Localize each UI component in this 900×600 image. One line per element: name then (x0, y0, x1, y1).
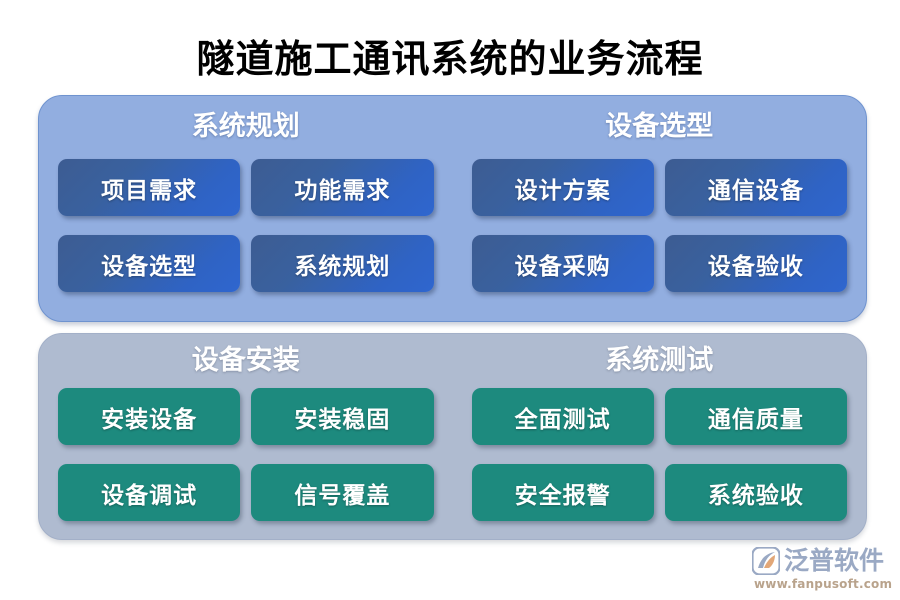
node-box[interactable]: 通信设备 (664, 159, 847, 216)
node-grid-system-planning: 项目需求 功能需求 设备选型 系统规划 (58, 159, 434, 292)
brand-url: www.fanpusoft.com (754, 577, 893, 591)
group-equipment-installation: 设备安装 安装设备 安装稳固 设备调试 信号覆盖 (39, 334, 453, 539)
group-system-testing: 系统测试 全面测试 通信质量 安全报警 系统验收 (453, 334, 867, 539)
node-box[interactable]: 信号覆盖 (251, 464, 434, 521)
group-title-equipment-installation: 设备安装 (191, 345, 300, 376)
node-box[interactable]: 功能需求 (251, 159, 434, 216)
node-box[interactable]: 设备选型 (58, 235, 241, 292)
node-grid-system-testing: 全面测试 通信质量 安全报警 系统验收 (471, 388, 847, 521)
brand-logo: 泛普软件 www.fanpusoft.com (751, 546, 893, 594)
brand-name: 泛普软件 (784, 546, 885, 575)
group-title-system-planning: 系统规划 (191, 111, 300, 142)
node-box[interactable]: 安全报警 (471, 464, 654, 521)
node-box[interactable]: 设备验收 (664, 235, 847, 292)
node-grid-equipment-installation: 安装设备 安装稳固 设备调试 信号覆盖 (58, 388, 434, 521)
node-box[interactable]: 全面测试 (471, 388, 654, 445)
node-box[interactable]: 安装设备 (58, 388, 241, 445)
node-box[interactable]: 系统验收 (664, 464, 847, 521)
node-box[interactable]: 安装稳固 (251, 388, 434, 445)
node-box[interactable]: 设备采购 (471, 235, 654, 292)
group-title-equipment-selection: 设备选型 (605, 111, 714, 142)
node-box[interactable]: 设备调试 (58, 464, 241, 521)
node-box[interactable]: 设计方案 (471, 159, 654, 216)
node-box[interactable]: 系统规划 (251, 235, 434, 292)
group-equipment-selection: 设备选型 设计方案 通信设备 设备采购 设备验收 (453, 96, 867, 321)
page-title: 隧道施工通讯系统的业务流程 (196, 36, 704, 81)
fanpu-swoosh-logo-icon (751, 546, 781, 576)
node-grid-equipment-selection: 设计方案 通信设备 设备采购 设备验收 (471, 159, 847, 292)
group-system-planning: 系统规划 项目需求 功能需求 设备选型 系统规划 (39, 96, 453, 321)
group-title-system-testing: 系统测试 (605, 345, 714, 376)
node-box[interactable]: 通信质量 (664, 388, 847, 445)
panel-planning-selection: 系统规划 项目需求 功能需求 设备选型 系统规划 设备选型 设计方案 通信设备 … (38, 95, 867, 322)
node-box[interactable]: 项目需求 (58, 159, 241, 216)
panel-installation-testing: 设备安装 安装设备 安装稳固 设备调试 信号覆盖 系统测试 全面测试 通信质量 … (38, 333, 867, 540)
